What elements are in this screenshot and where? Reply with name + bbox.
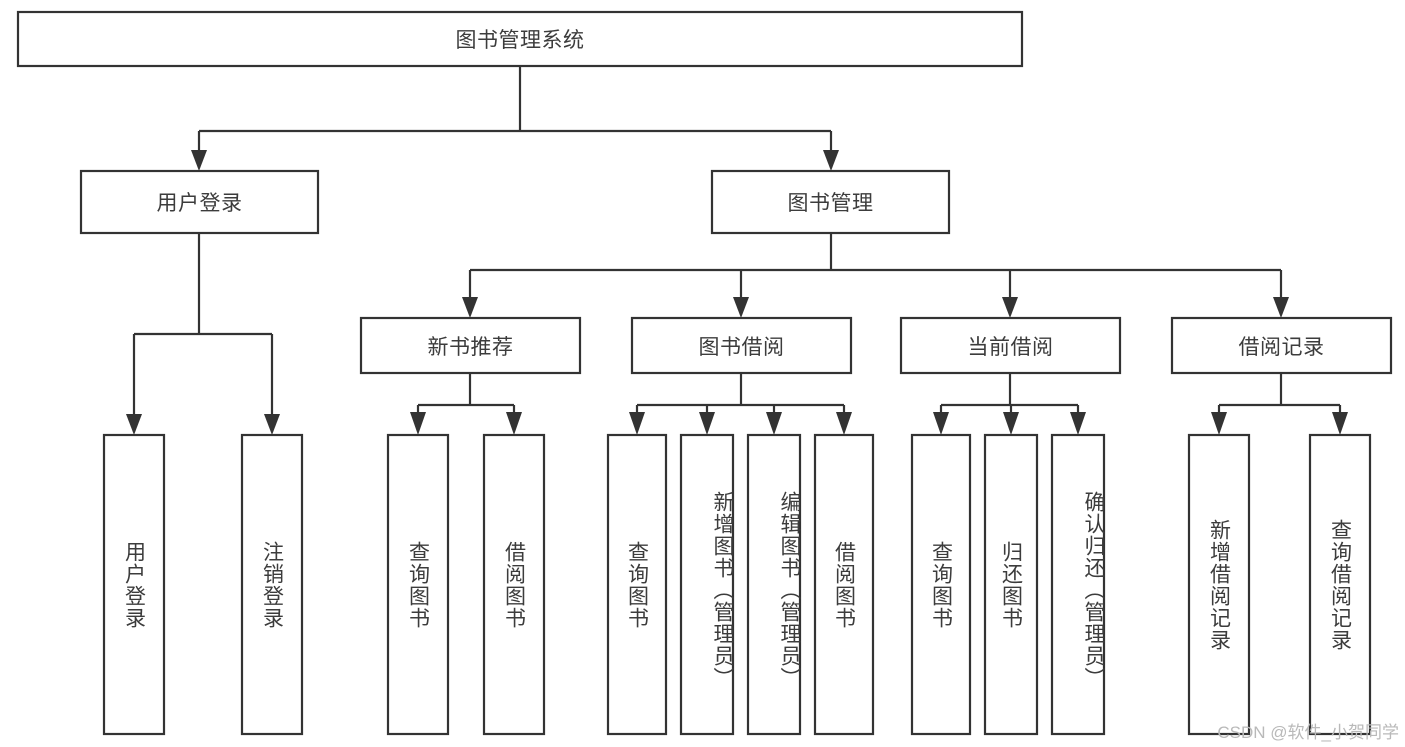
node-box-book-manage[interactable] — [710, 169, 951, 235]
node-box-book-borrow[interactable] — [630, 316, 853, 375]
node-box-leaf-borrow-edit-book[interactable] — [746, 433, 802, 736]
node-box-leaf-borrow-add-book[interactable] — [679, 433, 735, 736]
connector-root-to-level1 — [191, 66, 839, 171]
node-box-leaf-recommend-borrow-book[interactable] — [482, 433, 546, 736]
node-box-leaf-current-return-book[interactable] — [983, 433, 1039, 736]
node-box-root[interactable] — [16, 10, 1024, 68]
node-box-user-login[interactable] — [79, 169, 320, 235]
node-box-leaf-user-login[interactable] — [102, 433, 166, 736]
node-box-borrow-record[interactable] — [1170, 316, 1393, 375]
node-box-leaf-borrow-borrow-book[interactable] — [813, 433, 875, 736]
connector-book-borrow-to-leaves — [629, 373, 852, 435]
node-box-leaf-current-confirm-return[interactable] — [1050, 433, 1106, 736]
connector-book-manage-to-level2 — [462, 233, 1289, 318]
node-box-current-borrow[interactable] — [899, 316, 1122, 375]
connector-current-borrow-to-leaves — [933, 373, 1086, 435]
connector-user-login-to-leaves — [126, 233, 280, 435]
connector-new-book-recommend-to-leaves — [410, 373, 522, 435]
node-box-new-book-recommend[interactable] — [359, 316, 582, 375]
node-box-leaf-recommend-query-book[interactable] — [386, 433, 450, 736]
node-box-leaf-current-query-book[interactable] — [910, 433, 972, 736]
node-box-leaf-record-query[interactable] — [1308, 433, 1372, 736]
node-box-leaf-user-logout[interactable] — [240, 433, 304, 736]
node-box-leaf-record-add[interactable] — [1187, 433, 1251, 736]
connector-borrow-record-to-leaves — [1211, 373, 1348, 435]
node-box-leaf-borrow-query-book[interactable] — [606, 433, 668, 736]
